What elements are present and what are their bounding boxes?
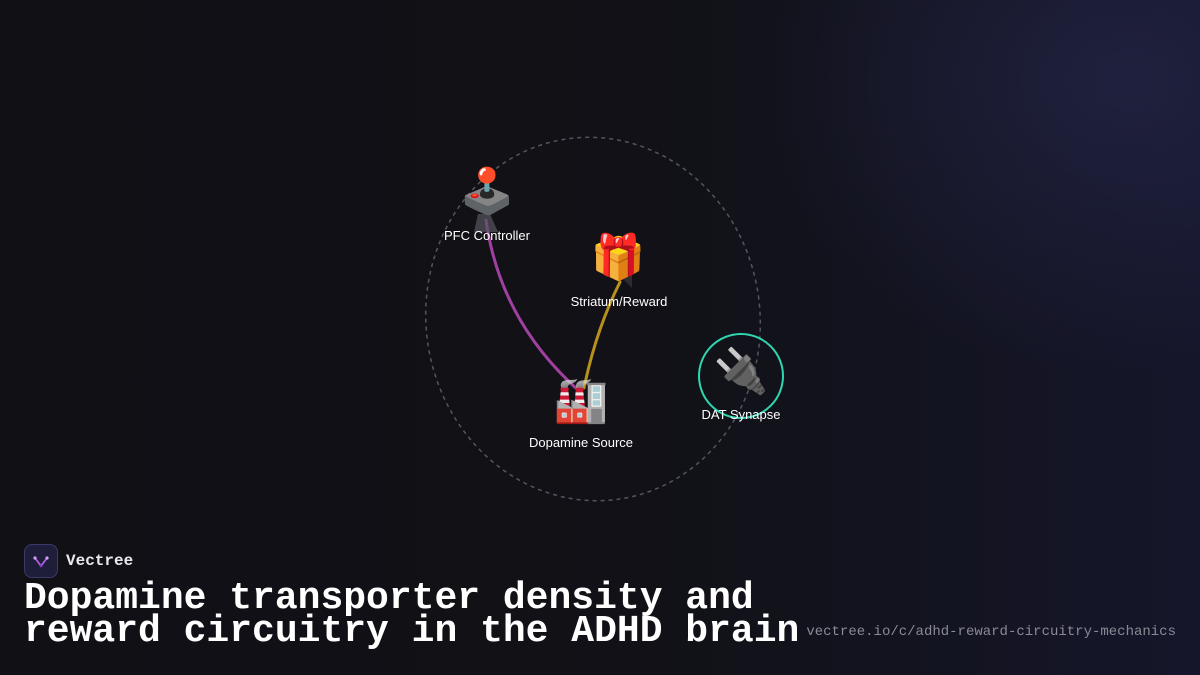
edge-striatum-to-source	[582, 280, 622, 390]
pfc-pointer-shadow	[474, 214, 498, 232]
node-label-source: Dopamine Source	[528, 435, 634, 450]
node-label-pfc: PFC Controller	[444, 228, 530, 243]
plug-icon[interactable]: 🔌	[713, 346, 769, 397]
brand: Vectree	[24, 544, 133, 578]
node-label-dat: DAT Synapse	[701, 407, 781, 422]
source-url-link[interactable]: vectree.io/c/adhd-reward-circuitry-mecha…	[806, 624, 1176, 640]
factory-icon[interactable]: 🏭	[553, 375, 609, 426]
node-label-striatum: Striatum/Reward	[570, 294, 668, 309]
vectree-logo-icon	[24, 544, 58, 578]
dat-highlight-ring	[698, 333, 784, 419]
boundary-circle	[424, 136, 762, 502]
striatum-pointer-shadow	[620, 270, 632, 288]
page-title: Dopamine transporter density and reward …	[24, 577, 800, 653]
gift-icon[interactable]: 🎁	[590, 232, 646, 283]
brand-name: Vectree	[66, 552, 134, 570]
edge-pfc-to-source	[484, 218, 580, 392]
joystick-icon[interactable]: 🕹️	[459, 166, 515, 217]
